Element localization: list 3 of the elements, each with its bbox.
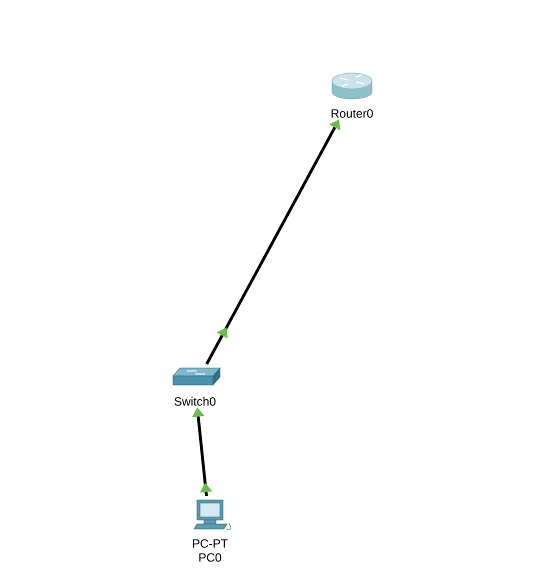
device-label: PC-PT PC0	[192, 539, 228, 562]
device-label: Router0	[332, 109, 373, 118]
device-label: Switch0	[174, 396, 216, 406]
